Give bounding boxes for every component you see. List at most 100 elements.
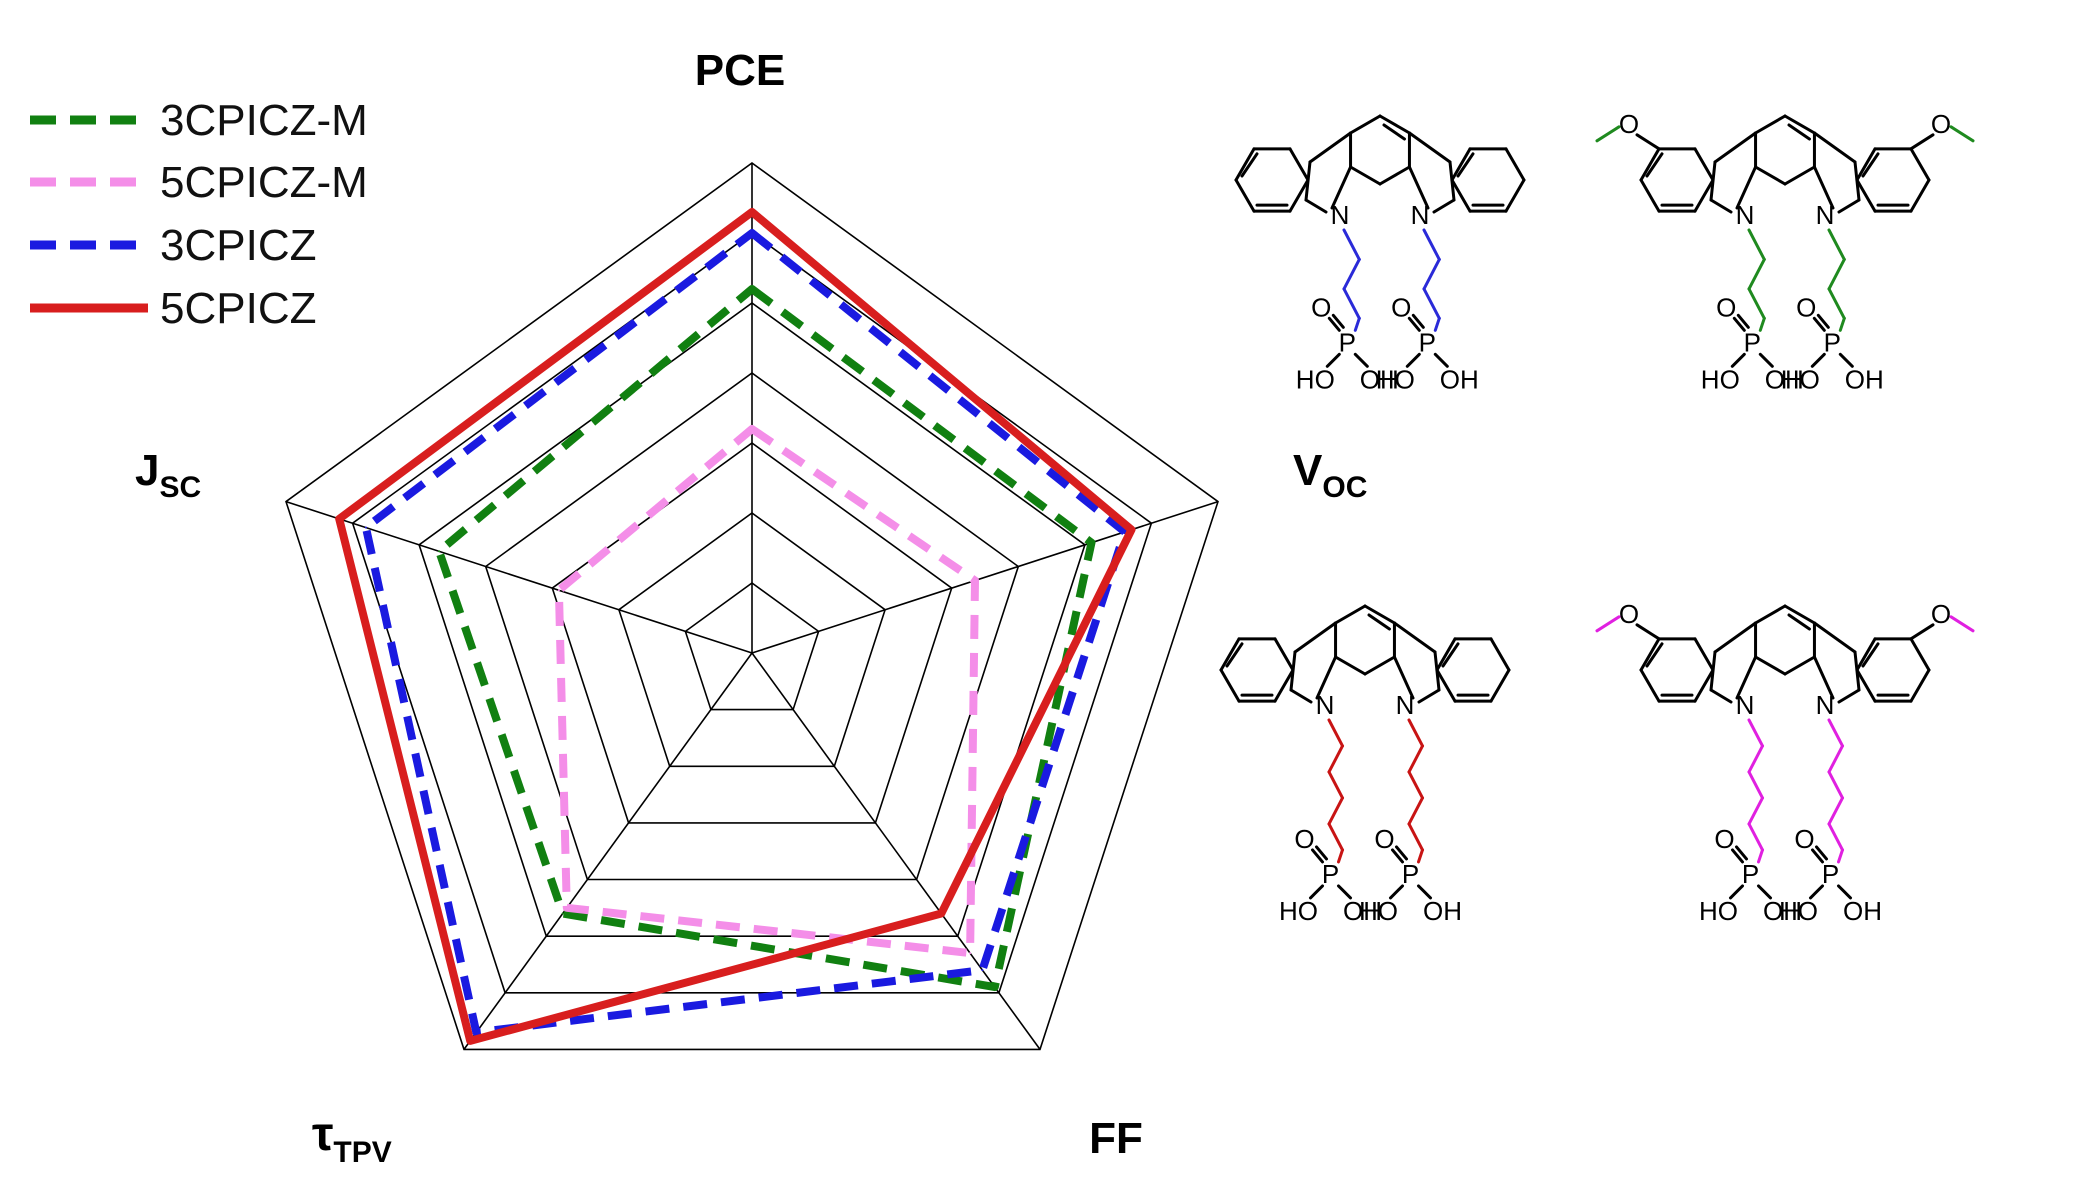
alkyl-chain-bond [1342, 228, 1361, 261]
axis-spoke-voc [751, 500, 1219, 654]
series-5cpicz [335, 208, 1136, 1045]
benzo-ring-left [1639, 637, 1661, 672]
benzo-ring-right [1504, 178, 1526, 213]
oxygen-label: O [1931, 599, 1951, 629]
alkyl-chain-bond [1342, 287, 1361, 320]
alkyl-chain-bond [1747, 770, 1764, 800]
double-bond [1861, 642, 1880, 668]
grid-ring [617, 512, 887, 768]
radar-grid [285, 162, 1219, 1051]
phosphorus-label: P [1402, 859, 1419, 889]
axis-label-jsc: JSC [135, 446, 201, 504]
methoxy-bond [1635, 623, 1661, 641]
poh-bond [1810, 352, 1826, 368]
po-double-bond [1395, 845, 1408, 861]
oxygen-label: O [1794, 824, 1814, 854]
ring-bond [1709, 688, 1733, 704]
poh-bond [1837, 884, 1852, 900]
legend-label-3cpicz: 3CPICZ [160, 221, 316, 270]
ring-bond [1308, 131, 1353, 164]
axis-spoke-tau [463, 652, 753, 1050]
hydroxyl-label: OH [1843, 896, 1882, 926]
alkyl-chain-bond [1327, 770, 1344, 800]
double-bond [1441, 642, 1460, 668]
po-double-bond [1812, 316, 1826, 332]
point-3cpicz-m-tau [561, 912, 564, 915]
benzo-ring-right [1909, 147, 1931, 182]
p-bond [1837, 848, 1844, 864]
ring-bond [1812, 165, 1835, 210]
hydroxyl-label: OH [1360, 364, 1399, 394]
benzo-ring-left [1288, 178, 1310, 213]
ring-bond [1392, 621, 1437, 654]
hydroxyl-label: HO [1376, 364, 1415, 394]
po-double-bond [1815, 845, 1828, 861]
ring-bond [1378, 114, 1411, 135]
benzo-ring-left [1693, 637, 1715, 672]
alkyl-chain-bond [1327, 822, 1344, 852]
legend-item-5cpicz-m: 5CPICZ-M [30, 158, 368, 207]
benzo-ring-left [1639, 668, 1661, 703]
ring-bond [1754, 655, 1787, 676]
axis-label-voc: VOC [1293, 446, 1367, 504]
hydroxyl-label: OH [1845, 364, 1884, 394]
hydroxyl-label: OH [1423, 896, 1462, 926]
ring-bond [1315, 655, 1338, 700]
methoxy-bond [1909, 133, 1935, 151]
ring-bond [1837, 688, 1861, 704]
benzo-ring-right [1489, 637, 1511, 672]
axis-label-ff: FF [1089, 1114, 1143, 1163]
oxygen-label: O [1391, 292, 1411, 322]
benzo-ring-right [1489, 668, 1511, 703]
ring-bond [1783, 604, 1816, 625]
alkyl-chain-bond [1407, 796, 1424, 826]
alkyl-chain-bond [1407, 718, 1424, 748]
point-5cpicz-ff [940, 912, 943, 915]
hydroxyl-label: HO [1781, 364, 1820, 394]
benzo-ring-right [1450, 178, 1472, 213]
benzo-ring-right [1909, 668, 1931, 703]
alkyl-chain-bond [1327, 718, 1344, 748]
point-5cpicz-m-pce [751, 428, 753, 430]
benzo-ring-left [1639, 147, 1661, 182]
po-double-bond [1331, 313, 1345, 329]
po-double-bond [1816, 313, 1830, 329]
ring-bond [1812, 655, 1835, 700]
poh-bond [1417, 884, 1432, 900]
oxygen-label: O [1796, 292, 1816, 322]
poh-bond [1389, 884, 1404, 900]
p-bond [1838, 316, 1846, 332]
po-double-bond [1327, 316, 1341, 332]
benzo-ring-left [1273, 668, 1295, 703]
series-5cpicz-m [554, 425, 979, 958]
oxygen-label: O [1619, 599, 1639, 629]
double-bond [1456, 152, 1475, 178]
nitrogen-label: N [1411, 200, 1430, 230]
benzo-ring-right [1450, 147, 1472, 182]
phosphorus-label: P [1824, 327, 1841, 357]
ring-bond [1293, 621, 1338, 654]
grid-ring [684, 582, 820, 711]
benzo-ring-left [1288, 147, 1310, 182]
ring-bond [1363, 655, 1396, 676]
grid-ring [351, 232, 1153, 994]
oxygen-label: O [1311, 292, 1331, 322]
ring-bond [1713, 621, 1758, 654]
poh-bond [1337, 884, 1352, 900]
double-bond [1645, 152, 1664, 178]
phosphorus-label: P [1339, 327, 1356, 357]
benzo-ring-left [1234, 147, 1256, 182]
legend-item-3cpicz-m: 3CPICZ-M [30, 96, 368, 145]
double-bond [1645, 642, 1664, 668]
ring-bond [1407, 165, 1430, 210]
ring-bond [1392, 655, 1415, 700]
hydroxyl-label: HO [1296, 364, 1335, 394]
alkyl-chain-bond [1827, 257, 1846, 291]
alkyl-chain-bond [1747, 287, 1766, 320]
benzo-ring-right [1909, 637, 1931, 672]
p-bond [1757, 848, 1764, 864]
poh-bond [1730, 352, 1746, 368]
